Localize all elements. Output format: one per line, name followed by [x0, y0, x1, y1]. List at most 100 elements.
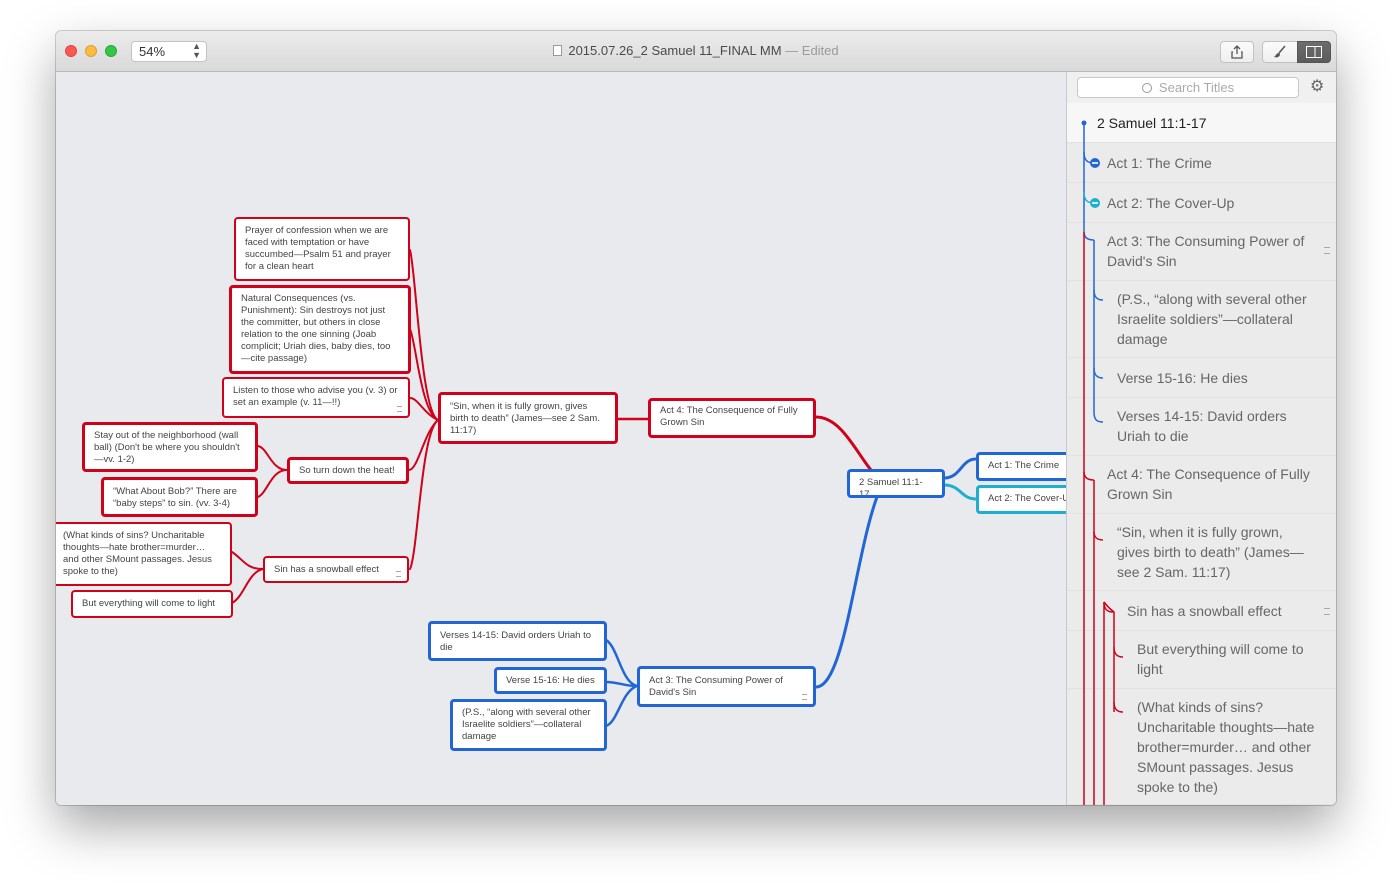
mindmap-node-listen[interactable]: Listen to those who advise you (v. 3) or… [222, 377, 410, 418]
share-button[interactable] [1220, 41, 1254, 63]
outline-row-what-kinds[interactable]: (What kinds of sins? Uncharitable though… [1067, 689, 1336, 805]
document-icon [553, 45, 563, 56]
outline-text: 2 Samuel 11:1-17 [1097, 115, 1207, 131]
node-text: Act 3: The Consuming Power of David's Si… [649, 675, 783, 698]
node-text: Natural Consequences (vs. Punishment): S… [241, 293, 391, 364]
connector-snowball-light [231, 568, 264, 604]
node-text: Verses 14-15: David orders Uriah to die [440, 630, 592, 653]
mindmap-node-natural-consequences[interactable]: Natural Consequences (vs. Punishment): S… [229, 285, 411, 374]
sidebar-icon [1306, 46, 1322, 58]
mindmap-node-act2[interactable]: Act 2: The Cover-U [976, 485, 1066, 514]
stepper-arrows-icon: ▲▼ [192, 41, 201, 60]
zoom-value: 54% [139, 44, 166, 59]
node-text: So turn down the heat! [299, 465, 395, 476]
connector-act3-verse1516 [604, 680, 639, 688]
connector-lines [231, 249, 978, 728]
connector-snowball-kinds [231, 551, 264, 570]
connector-quote-prayer [409, 249, 439, 421]
search-placeholder: Search Titles [1158, 80, 1235, 95]
note-icon [802, 694, 807, 700]
mindmap-node-verse-15-16[interactable]: Verse 15-16: He dies [494, 667, 607, 694]
outline-text: Act 4: The Consequence of Fully Grown Si… [1107, 466, 1310, 502]
node-text: Sin has a snowball effect [274, 564, 379, 575]
mindmap-node-act3[interactable]: Act 3: The Consuming Power of David's Si… [637, 666, 816, 707]
node-text: (P.S., “along with several other Israeli… [462, 707, 591, 742]
outline-text: “Sin, when it is fully grown, gives birt… [1117, 524, 1304, 580]
connector-quote-snowball [409, 419, 439, 570]
window-title: 2015.07.26_2 Samuel 11_FINAL MM — Edited [56, 43, 1336, 58]
mindmap-node-stay-out[interactable]: Stay out of the neighborhood (wall ball)… [82, 422, 258, 472]
style-button[interactable] [1262, 41, 1298, 63]
note-icon [397, 406, 402, 412]
brush-icon [1274, 45, 1286, 58]
connector-heat-bob [257, 469, 288, 498]
zoom-select[interactable]: 54% ▲▼ [131, 41, 207, 62]
note-icon [396, 571, 401, 577]
outline-row-act2[interactable]: Act 2: The Cover-Up [1067, 183, 1336, 223]
node-text: “What About Bob?” There are “baby steps”… [113, 486, 237, 509]
connector-root-act4 [814, 415, 873, 472]
outline-row-act1[interactable]: Act 1: The Crime [1067, 143, 1336, 183]
share-icon [1231, 45, 1243, 59]
mindmap-node-root[interactable]: 2 Samuel 11:1-17 [847, 469, 945, 498]
mindmap-node-snowball[interactable]: Sin has a snowball effect [263, 556, 409, 583]
search-icon [1141, 83, 1152, 93]
connector-quote-natural [409, 328, 439, 421]
outline-row-act4[interactable]: Act 4: The Consequence of Fully Grown Si… [1067, 456, 1336, 514]
mindmap-node-ps[interactable]: (P.S., “along with several other Israeli… [450, 699, 607, 751]
node-text: Act 2: The Cover-U [988, 493, 1066, 504]
connector-heat-stay [257, 445, 288, 471]
outline-text: Sin has a snowball effect [1127, 603, 1282, 619]
outline-text: Act 1: The Crime [1107, 155, 1212, 171]
outline-row-act3[interactable]: Act 3: The Consuming Power of David's Si… [1067, 223, 1336, 281]
outline-text: But everything will come to light [1137, 641, 1304, 677]
mindmap-node-act4[interactable]: Act 4: The Consequence of Fully Grown Si… [648, 398, 816, 438]
collapse-bullets [1090, 158, 1100, 208]
connector-act3-ps [604, 684, 639, 728]
outline-row-verses-14-15[interactable]: Verses 14-15: David orders Uriah to die [1067, 398, 1336, 456]
node-text: Act 1: The Crime [988, 460, 1060, 471]
node-text: But everything will come to light [82, 598, 216, 609]
mindmap-node-what-about-bob[interactable]: “What About Bob?” There are “baby steps”… [101, 477, 258, 517]
note-icon [1324, 608, 1330, 615]
settings-gear-icon[interactable]: ⚙ [1310, 78, 1325, 95]
mindmap-canvas[interactable]: 2 Samuel 11:1-17 Act 1: The Crime Act 2:… [56, 72, 1066, 805]
mindmap-node-prayer[interactable]: Prayer of confession when we are faced w… [234, 217, 410, 281]
toggle-sidebar-button[interactable] [1297, 41, 1331, 63]
minimize-window-button[interactable] [85, 45, 97, 57]
outline-row-verse-15-16[interactable]: Verse 15-16: He dies [1067, 358, 1336, 398]
outline-row-ps[interactable]: (P.S., “along with several other Israeli… [1067, 281, 1336, 358]
node-text: 2 Samuel 11:1-17 [859, 477, 923, 498]
outline-row-root[interactable]: 2 Samuel 11:1-17 [1067, 103, 1336, 143]
outline-text: Act 3: The Consuming Power of David's Si… [1107, 233, 1305, 269]
mindmap-node-what-kinds[interactable]: (What kinds of sins? Uncharitable though… [56, 522, 232, 586]
mindmap-node-heat[interactable]: So turn down the heat! [287, 457, 409, 484]
mindmap-node-verses-14-15[interactable]: Verses 14-15: David orders Uriah to die [428, 621, 607, 661]
zoom-window-button[interactable] [105, 45, 117, 57]
connector-root-act1 [942, 457, 978, 480]
mindmap-node-come-to-light[interactable]: But everything will come to light [71, 590, 233, 618]
outline-text: (P.S., “along with several other Israeli… [1117, 291, 1307, 347]
outline-text: Verse 15-16: He dies [1117, 370, 1248, 386]
outline-row-quote[interactable]: “Sin, when it is fully grown, gives birt… [1067, 514, 1336, 591]
node-text: Prayer of confession when we are faced w… [245, 225, 391, 272]
mindmap-node-quote[interactable]: “Sin, when it is fully grown, gives birt… [438, 392, 618, 444]
outline-row-come-to-light[interactable]: But everything will come to light [1067, 631, 1336, 689]
search-titles-input[interactable]: Search Titles [1077, 77, 1299, 98]
title-bar: 54% ▲▼ 2015.07.26_2 Samuel 11_FINAL MM —… [56, 31, 1336, 72]
outline-row-snowball[interactable]: Sin has a snowball effect [1067, 591, 1336, 631]
mindmap-node-act1[interactable]: Act 1: The Crime [976, 452, 1066, 481]
node-text: Stay out of the neighborhood (wall ball)… [94, 430, 240, 465]
connector-quote-listen [409, 397, 439, 421]
document-title: 2015.07.26_2 Samuel 11_FINAL MM [568, 43, 782, 58]
close-window-button[interactable] [65, 45, 77, 57]
connector-act3-verses1415 [604, 638, 639, 688]
node-text: “Sin, when it is fully grown, gives birt… [450, 401, 600, 436]
outline-tree-lines [1081, 120, 1124, 805]
node-text: Listen to those who advise you (v. 3) or… [233, 385, 398, 408]
connector-root-act3 [814, 485, 883, 689]
outline-text: Verses 14-15: David orders Uriah to die [1117, 408, 1287, 444]
edited-status: — Edited [785, 43, 839, 58]
node-text: Act 4: The Consequence of Fully Grown Si… [660, 405, 798, 428]
outline-sidebar: Search Titles ⚙ 2 Samuel 11:1-17 Act 1: … [1066, 72, 1336, 805]
